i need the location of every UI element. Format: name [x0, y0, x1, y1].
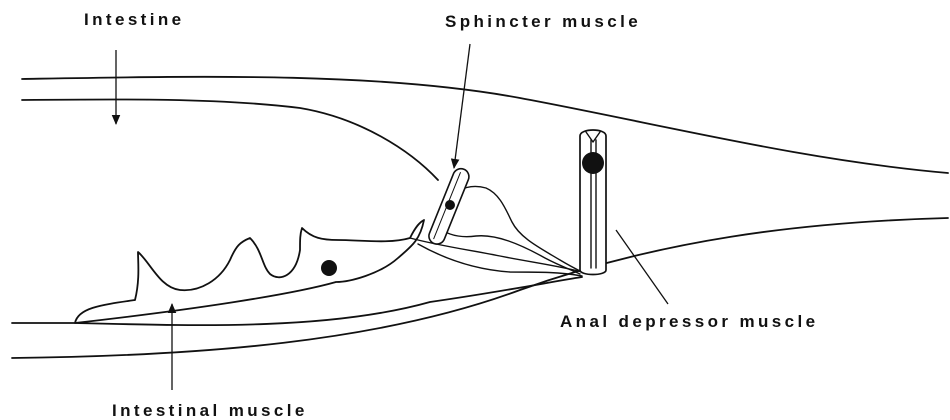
anal-depressor-nucleus [582, 152, 604, 174]
intestine-wall [22, 99, 438, 180]
sphincter-nucleus [445, 200, 455, 210]
body-upper-outline [22, 77, 948, 173]
intestine-label: Intestine [84, 11, 185, 28]
intestinal-muscle-folds [75, 220, 424, 323]
passage-line-lower [418, 244, 582, 276]
intestinal-muscle-label: Intestinal muscle [112, 402, 308, 419]
intestinal-muscle-nucleus [321, 260, 337, 276]
sphincter-muscle-label: Sphincter muscle [445, 13, 641, 30]
anal-depressor-muscle [580, 130, 606, 275]
anal-depressor-leader [616, 230, 668, 304]
intestine-lower-wall [12, 277, 582, 325]
body-lower-outline [12, 218, 948, 358]
sphincter-leader [454, 44, 470, 168]
anal-depressor-muscle-label: Anal depressor muscle [560, 313, 818, 330]
